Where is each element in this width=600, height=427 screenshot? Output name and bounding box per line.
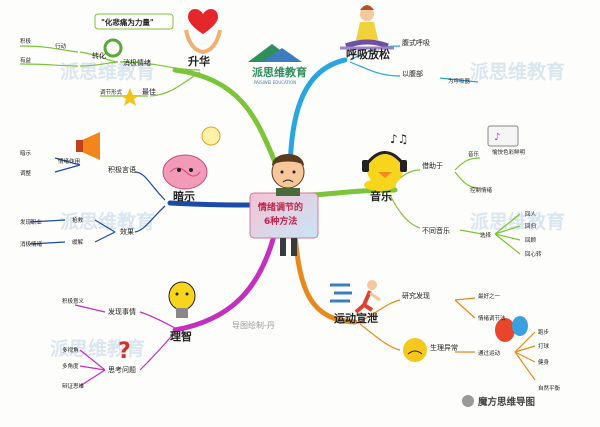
yinyue-n3: 愉快色彩鲜明 (492, 148, 526, 156)
yundong-n2: 最好之一 (478, 292, 501, 300)
shenghua-n7: 最佳 (142, 87, 156, 96)
question-mark-icon: ? (118, 339, 131, 364)
yundong-n8: 健身 (538, 358, 550, 366)
lizhi-n2: 积极意义 (62, 297, 85, 305)
shenghua-n4: 积极 (20, 37, 32, 45)
anshi-n6: 抢救 (72, 216, 84, 224)
lizhi-n6: 辩证思维 (62, 382, 85, 390)
huxi-n3: 为呼吸器 (448, 77, 471, 85)
svg-text:?: ? (118, 339, 131, 364)
svg-text:♪: ♪ (494, 132, 500, 143)
meditation-person-icon (340, 5, 394, 50)
yinyue-n7: 回人 (525, 211, 537, 218)
center-title-line2: 6种方法 (264, 215, 297, 227)
recycle-icon (103, 38, 123, 58)
yundong-n3: 情绪调节法 (478, 314, 506, 322)
lightbulb-icon (168, 281, 196, 318)
yinyue-n8: 回归 (525, 222, 536, 230)
label-huxi: 呼吸放松 (346, 47, 390, 61)
anshi-n2: 情绪作用 (58, 157, 80, 165)
yinyue-n1: 借助于 (422, 161, 443, 170)
yundong-n7: 打球 (538, 342, 550, 350)
brand-logo: 派思维教育 PAISIWEI EDUCATION (248, 44, 307, 85)
center-node: 情绪调节的 6种方法 (249, 192, 319, 239)
anshi-n8: 发现职业 (20, 218, 43, 226)
label-yinyue: 音乐 (370, 189, 392, 203)
balloon-icon (495, 316, 528, 342)
footer-brand: 魔方思维导图 (462, 395, 535, 408)
lizhi-n5: 多角度 (62, 362, 79, 370)
anshi-n5: 效果 (120, 227, 134, 236)
star-icon (120, 88, 140, 106)
yundong-n9: 自然平衡 (538, 384, 561, 392)
yinyue-n9: 回顾 (525, 237, 537, 244)
label-shenghua: 升华 (188, 54, 210, 68)
yundong-n5: 通过运动 (478, 349, 501, 357)
lizhi-n3: 思考问题 (108, 366, 136, 374)
yundong-n4: 生理异常 (430, 343, 458, 352)
footer-caption: 导图绘制-丹 (232, 320, 275, 330)
runner-icon (330, 280, 381, 314)
yinyue-n5: 不同音乐 (422, 226, 450, 235)
duck-headphones-icon: ♪♫ (362, 132, 408, 191)
watermark-4: 派思维教育 (470, 210, 565, 233)
watermark-5: 派思维教育 (50, 337, 145, 360)
label-yundong: 运动宣泄 (334, 311, 378, 325)
brand-logo-subtitle: PAISIWEI EDUCATION (254, 80, 296, 85)
label-lizhi: 理智 (170, 329, 192, 343)
heart-hands-icon (184, 8, 222, 55)
center-person-icon (271, 154, 305, 256)
megaphone-icon (76, 132, 100, 160)
label-anshi: 暗示 (173, 189, 195, 203)
anshi-n1: 积极言语 (108, 165, 136, 174)
anshi-n4: 调整 (20, 169, 32, 177)
yundong-n6: 跑步 (538, 328, 550, 336)
shenghua-n2: 转化 (92, 51, 106, 60)
lizhi-n1: 发现事情 (108, 307, 136, 316)
brand-logo-text: 派思维教育 (252, 65, 307, 79)
yinyue-n4: 控制情绪 (470, 186, 493, 194)
idea-bulb-icon (201, 126, 221, 146)
anshi-n3: 暗示 (20, 149, 32, 157)
watermark-3: 派思维教育 (60, 210, 155, 233)
center-title-line1: 情绪调节的 (257, 201, 303, 213)
shenghua-n3: 行动 (55, 42, 67, 50)
huxi-n2: 以腹部 (402, 69, 423, 78)
anshi-n9: 消极情绪 (20, 240, 43, 248)
watermark-2: 派思维教育 (470, 60, 565, 83)
notebook-icon: ♪ (487, 125, 519, 147)
shenghua-n5: 有益 (20, 56, 32, 64)
yinyue-n2: 音乐 (468, 150, 480, 158)
svg-text:♪♫: ♪♫ (390, 132, 408, 146)
lizhi-n4: 多视角 (62, 346, 79, 354)
shenghua-n6: 调节形式 (100, 88, 123, 96)
yinyue-n6: 选择 (480, 231, 492, 239)
quote-box (94, 13, 174, 30)
shenghua-n1: 消极情绪 (123, 58, 151, 67)
emoji-face-icon (403, 338, 427, 362)
brain-icon (162, 154, 208, 190)
footer-brand-text: 魔方思维导图 (477, 396, 535, 408)
huxi-n1: 腹式呼吸 (402, 38, 430, 47)
shenghua-quote: "化悲痛为力量" (101, 17, 154, 27)
anshi-n7: 缓解 (72, 238, 84, 246)
yundong-n1: 研究发现 (402, 291, 430, 300)
yinyue-n10: 回心转 (525, 250, 542, 258)
watermark-group: 派思维教育 派思维教育 派思维教育 派思维教育 派思维教育 (50, 60, 565, 360)
